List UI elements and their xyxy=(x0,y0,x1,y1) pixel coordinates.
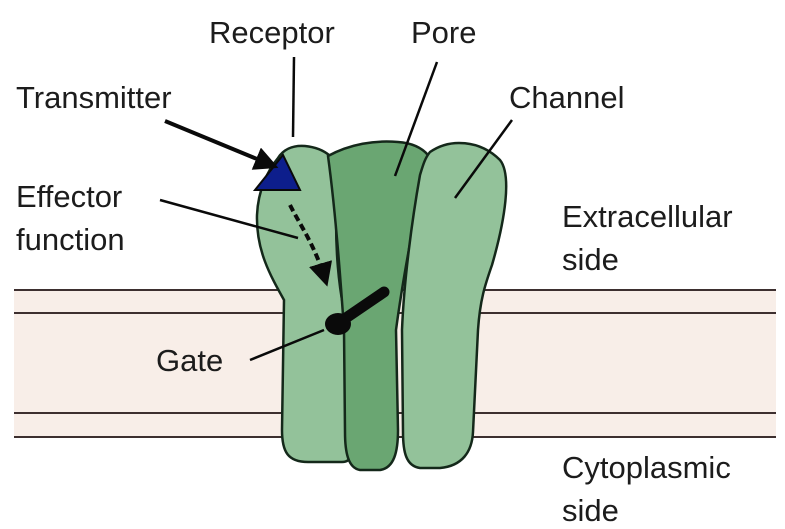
extracellular-label-line2: side xyxy=(562,242,619,277)
cytoplasmic-label-line2: side xyxy=(562,493,619,528)
effector-label-line2: function xyxy=(16,222,125,257)
gate-knob xyxy=(325,313,351,335)
transmitter-arrow xyxy=(165,121,274,166)
channel-label: Channel xyxy=(509,80,624,115)
cytoplasmic-label-line1: Cytoplasmic xyxy=(562,450,731,485)
gate-label: Gate xyxy=(156,343,223,378)
extracellular-label-line1: Extracellular xyxy=(562,199,733,234)
pore-label: Pore xyxy=(411,15,476,50)
transmitter-label: Transmitter xyxy=(16,80,172,115)
receptor-label: Receptor xyxy=(209,15,335,50)
effector-label-line1: Effector xyxy=(16,179,122,214)
receptor-leader-line xyxy=(293,57,294,137)
